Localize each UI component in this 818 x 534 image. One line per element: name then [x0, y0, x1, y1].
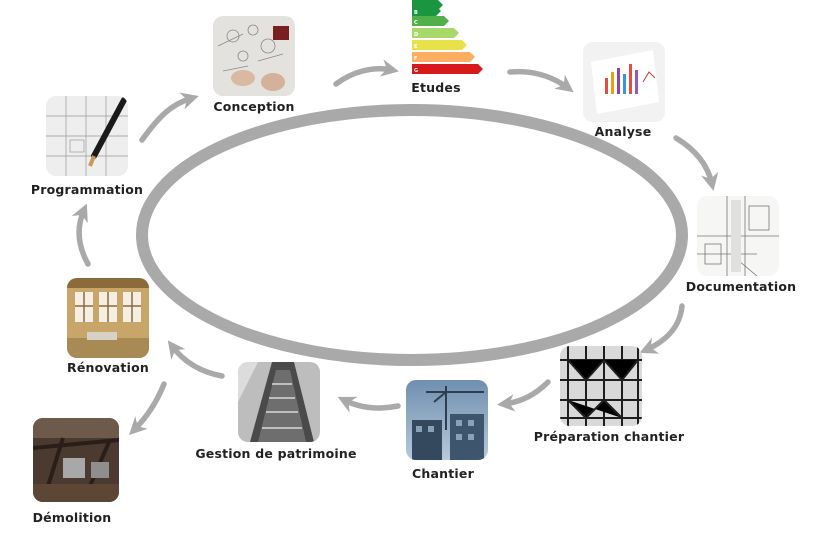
- arrow-renovation-to-programmation: [71, 203, 91, 267]
- energy-letter-c: C: [414, 20, 418, 26]
- chantier-image: [406, 380, 488, 460]
- renovation-label: Rénovation: [67, 360, 149, 375]
- etudes-label: Etudes: [411, 80, 461, 95]
- arrow-programmation-to-conception: [139, 92, 199, 143]
- arrow-preparation-to-chantier: [497, 379, 551, 412]
- arrow-analyse-to-documentation: [673, 135, 719, 191]
- energy-letter-f: F: [414, 56, 417, 62]
- energy-letter-e: E: [414, 44, 418, 50]
- arrow-etudes-to-analyse: [507, 68, 574, 93]
- cycle-ring: [136, 104, 688, 366]
- preparation-chantier-label: Préparation chantier: [533, 429, 685, 444]
- etudes-image: B C D E F G: [410, 0, 490, 76]
- gestion-patrimoine-image: [238, 362, 320, 442]
- analyse-image: [583, 42, 665, 122]
- energy-letter-g: G: [414, 68, 418, 74]
- arrow-conception-to-etudes: [333, 59, 399, 87]
- demolition-image: [33, 418, 119, 502]
- arrow-renovation-to-demolition: [129, 381, 167, 435]
- conception-label: Conception: [213, 99, 295, 114]
- programmation-label: Programmation: [30, 182, 144, 197]
- energy-letter-b: B: [414, 10, 418, 16]
- documentation-image: [697, 196, 779, 276]
- energy-letter-d: D: [414, 32, 418, 38]
- chantier-label: Chantier: [412, 466, 474, 481]
- programmation-image: [46, 96, 128, 176]
- documentation-label: Documentation: [685, 279, 797, 294]
- renovation-image: [67, 278, 149, 358]
- analyse-label: Analyse: [594, 124, 652, 139]
- arrow-documentation-to-preparation: [639, 303, 685, 354]
- arrow-chantier-to-gestion: [337, 396, 401, 413]
- demolition-label: Démolition: [32, 510, 112, 525]
- arrow-gestion-to-renovation: [167, 340, 225, 379]
- preparation-chantier-image: [560, 346, 642, 426]
- conception-image: [213, 16, 295, 96]
- gestion-patrimoine-label: Gestion de patrimoine: [195, 446, 357, 461]
